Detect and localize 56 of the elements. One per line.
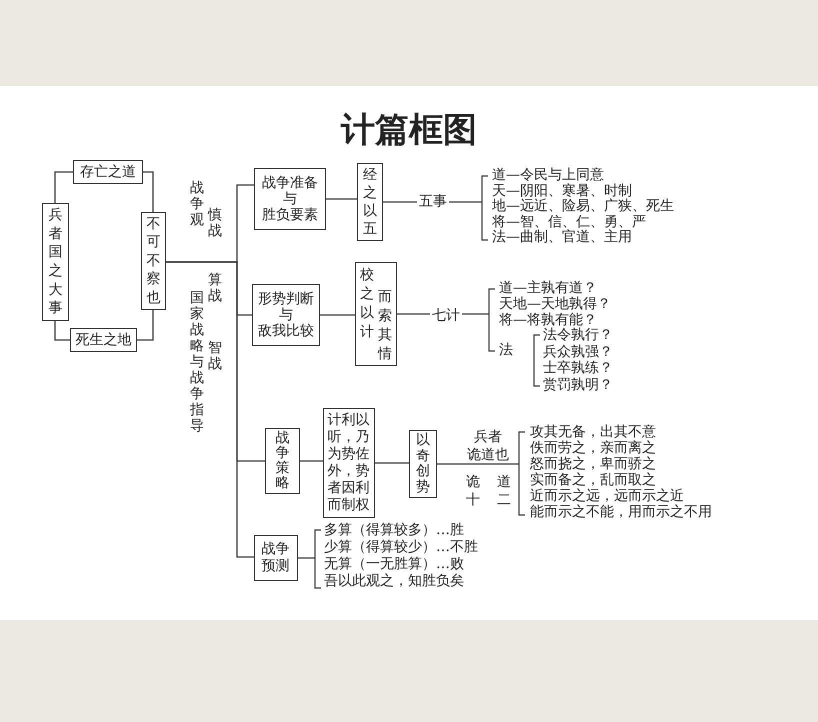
- list-item: 少算（得算较少）…不胜: [324, 539, 478, 556]
- method-box: 以奇创势: [409, 430, 437, 498]
- connector-line: [326, 198, 357, 200]
- list-item: 地—远近、险易、广狭、死生: [492, 198, 674, 214]
- connector-line: [137, 310, 154, 341]
- connector-line: [166, 261, 254, 558]
- method-box: 经之以五: [357, 163, 383, 241]
- list-item: 天—阴阳、寒暑、时制: [492, 182, 632, 198]
- list-item: 士卒孰练？: [543, 360, 613, 376]
- connector-line: [320, 314, 355, 316]
- list-item: 道—主孰有道？: [499, 280, 597, 296]
- edge-label: 七计: [430, 308, 462, 324]
- list-item: 法—曲制、官道、主用: [492, 229, 632, 246]
- list-item: 攻其无备，出其不意: [530, 424, 656, 440]
- topic-box: 战争预测: [254, 535, 298, 581]
- list-item: 吾以此观之，知胜负矣: [324, 573, 464, 590]
- list-item: 怒而挠之，卑而骄之: [530, 456, 656, 472]
- list-item: 将—将孰有能？: [499, 312, 597, 328]
- list-item: 实而备之，乱而取之: [530, 472, 656, 488]
- list-item: 天地—天地孰得？: [499, 296, 611, 312]
- connector-line: [54, 321, 70, 341]
- list-item: 将—智、信、仁、勇、严: [492, 214, 646, 230]
- list-item: 法令孰行？: [543, 327, 613, 344]
- connector-line: [54, 171, 73, 203]
- label-box: 存亡之道: [73, 160, 143, 184]
- connector-line: [437, 463, 519, 465]
- list-item: 佚而劳之，亲而离之: [530, 440, 656, 456]
- list-item: 近而示之远，远而示之近: [530, 488, 684, 504]
- topic-box: 形势判断与敌我比较: [252, 284, 320, 346]
- topic-box: 战争策略: [265, 428, 300, 494]
- method-box: 校之以计 而索其情: [355, 262, 397, 366]
- label-box: 不可不察也: [141, 212, 166, 310]
- vertical-label: 算战: [208, 272, 222, 304]
- list-item: 道—令民与上同意: [492, 167, 604, 183]
- vertical-label: 战争观: [190, 180, 204, 228]
- note-text: 诡道十二: [466, 473, 529, 510]
- list-item: 赏罚孰明？: [543, 376, 613, 393]
- connector-line: [143, 171, 154, 212]
- note-text: 兵者诡道也: [466, 428, 510, 464]
- vertical-label: 慎战: [208, 207, 222, 239]
- list-item: 无算（一无胜算）…败: [324, 556, 464, 572]
- list-item: 兵众孰强？: [543, 344, 613, 360]
- vertical-label: 国家战略与战争指导: [190, 290, 204, 434]
- list-item: 多算（得算较多）…胜: [324, 522, 464, 538]
- title: 计篇框图: [340, 110, 478, 151]
- method-box: 计利以听，乃为势佐外，势者因利而制权: [323, 408, 375, 518]
- connector-line: [300, 460, 323, 462]
- list-item: 能而示之不能，用而示之不用: [530, 504, 712, 520]
- edge-label: 五事: [417, 194, 449, 210]
- connector-line: [298, 557, 315, 559]
- list-item: 法: [499, 342, 513, 358]
- label-box: 兵者国之大事: [42, 203, 69, 321]
- connector-line: [375, 462, 409, 464]
- topic-box: 战争准备与胜负要素: [254, 168, 326, 230]
- vertical-label: 智战: [208, 340, 222, 372]
- label-box: 死生之地: [70, 328, 137, 352]
